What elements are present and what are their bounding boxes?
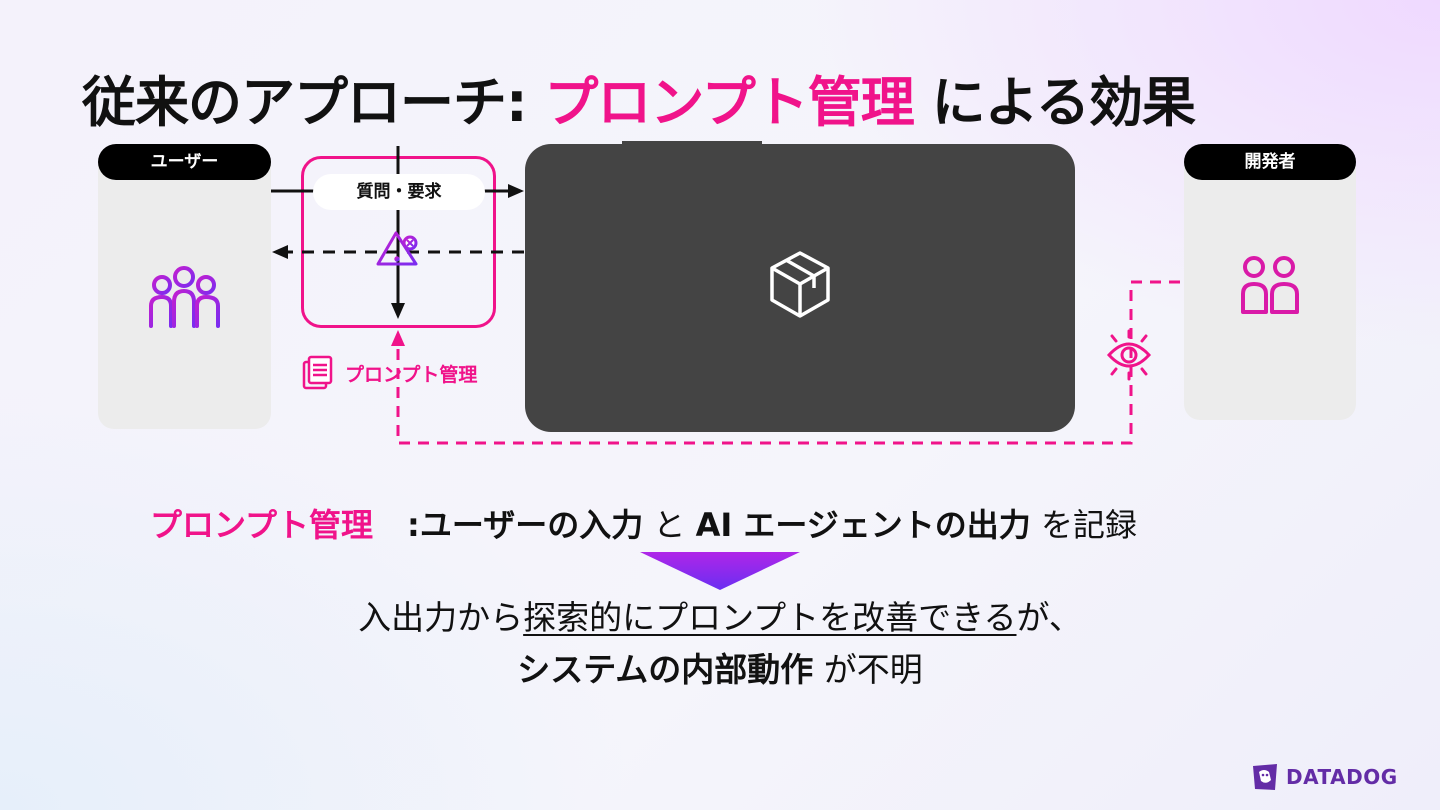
datadog-logo-text: DATADOG [1286,765,1398,789]
request-label: 質問・要求 [313,174,485,210]
developer-panel [1184,150,1356,420]
down-arrow-icon [640,552,800,590]
conclusion-l1-prefix: 入出力から [358,598,524,637]
package-icon [770,251,830,318]
response-arrow [272,245,524,259]
conclusion-line-1: 入出力から探索的にプロンプトを改善できるが、 [0,592,1440,644]
page-title: 従来のアプローチ: プロンプト管理 による効果 [82,58,1196,137]
summary-colon: : [407,506,420,544]
prompt-management-label: プロンプト管理 [345,364,478,386]
summary-input: ユーザーの入力 [419,506,644,544]
title-prefix: 従来のアプローチ: [82,71,545,134]
summary-term: プロンプト管理 [150,506,374,544]
capture-arrow [391,146,405,319]
datadog-logo: DATADOG [1250,762,1398,792]
eye-icon [1106,329,1152,381]
conclusion-l2-suffix: が不明 [813,650,923,689]
datadog-dog-icon [1253,764,1277,790]
title-suffix: による効果 [913,71,1196,134]
summary-and: と [643,506,696,544]
summary-record: を記録 [1030,506,1137,544]
document-icon [302,355,333,390]
users-icon [149,266,220,328]
feedback-loop-arrow [391,280,1180,445]
user-pill: ユーザー [98,144,271,180]
conclusion-l1-suffix: が、 [1016,598,1082,637]
conclusion-l2-bold: システムの内部動作 [517,650,814,689]
developer-pill: 開発者 [1184,144,1356,180]
conclusion-l1-underlined: 探索的にプロンプトを改善できる [523,598,1017,637]
title-accent: プロンプト管理 [544,71,914,134]
conclusion-line-2: システムの内部動作 が不明 [0,644,1440,696]
summary-output: AI エージェントの出力 [695,506,1031,544]
warning-icon [376,231,418,266]
summary-line: プロンプト管理:ユーザーの入力 と AI エージェントの出力 を記録 [150,500,1137,546]
developers-icon [1241,256,1299,314]
